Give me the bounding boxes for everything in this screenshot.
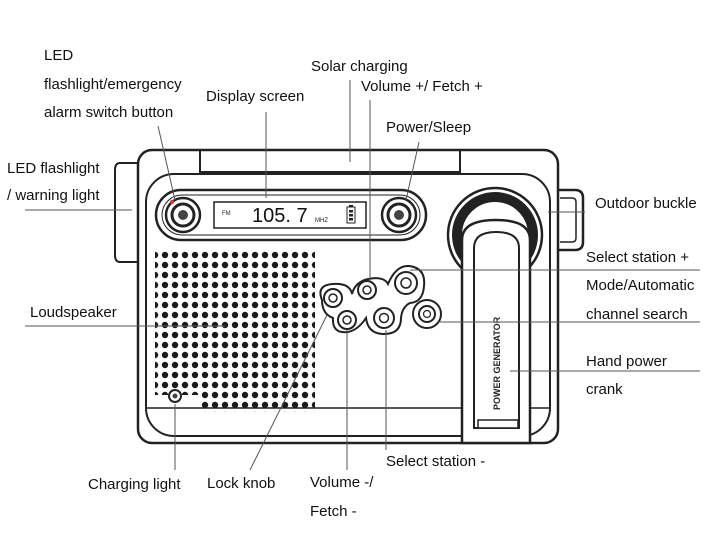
led-switch-knob[interactable]	[164, 196, 202, 234]
battery-icon	[346, 205, 356, 224]
display-unit: MHZ	[315, 218, 328, 224]
label-volume-down-2: Fetch -	[310, 503, 357, 520]
label-led-switch-3: alarm switch button	[44, 104, 174, 121]
select-station-down-button[interactable]	[373, 307, 395, 329]
label-volume-up: Volume +/ Fetch +	[361, 78, 483, 95]
label-led-flashlight-1: LED flashlight	[7, 160, 100, 177]
label-select-station-up: Select station +	[586, 249, 689, 266]
power-sleep-knob[interactable]	[380, 196, 418, 234]
hand-crank[interactable]: POWER GENERATOR	[446, 186, 544, 445]
label-led-switch-1: LED	[44, 47, 74, 64]
loudspeaker-grille	[155, 250, 315, 412]
label-hand-crank-2: crank	[586, 381, 623, 398]
crank-text: POWER GENERATOR	[492, 316, 502, 410]
select-station-up-button[interactable]	[394, 271, 418, 295]
label-led-flashlight-2: / warning light	[7, 187, 100, 204]
label-loudspeaker: Loudspeaker	[30, 304, 117, 321]
label-display-screen: Display screen	[206, 88, 305, 105]
label-charging-light: Charging light	[88, 476, 181, 493]
label-outdoor-buckle: Outdoor buckle	[595, 195, 697, 212]
label-select-station-down: Select station -	[386, 453, 486, 470]
label-power-sleep: Power/Sleep	[386, 119, 472, 136]
label-volume-down-1: Volume -/	[310, 474, 374, 491]
lock-knob[interactable]	[323, 288, 343, 308]
label-mode-1: Mode/Automatic	[586, 277, 695, 294]
display-frequency: 105. 7	[252, 205, 308, 227]
led-flashlight-housing	[114, 162, 140, 263]
volume-up-button[interactable]	[357, 280, 377, 300]
mode-button[interactable]	[412, 299, 442, 329]
volume-down-button[interactable]	[337, 310, 357, 330]
label-mode-2: channel search	[586, 306, 688, 323]
label-solar-charging: Solar charging	[311, 58, 408, 75]
leader-lines	[25, 80, 700, 471]
charging-light	[168, 389, 182, 403]
label-led-switch-2: flashlight/emergency	[44, 76, 182, 93]
outdoor-buckle	[556, 188, 585, 252]
label-hand-crank-1: Hand power	[586, 353, 667, 370]
label-lock-knob: Lock knob	[207, 475, 276, 492]
display-band: FM	[222, 211, 231, 217]
solar-panel	[199, 150, 461, 173]
display-screen	[213, 201, 367, 229]
